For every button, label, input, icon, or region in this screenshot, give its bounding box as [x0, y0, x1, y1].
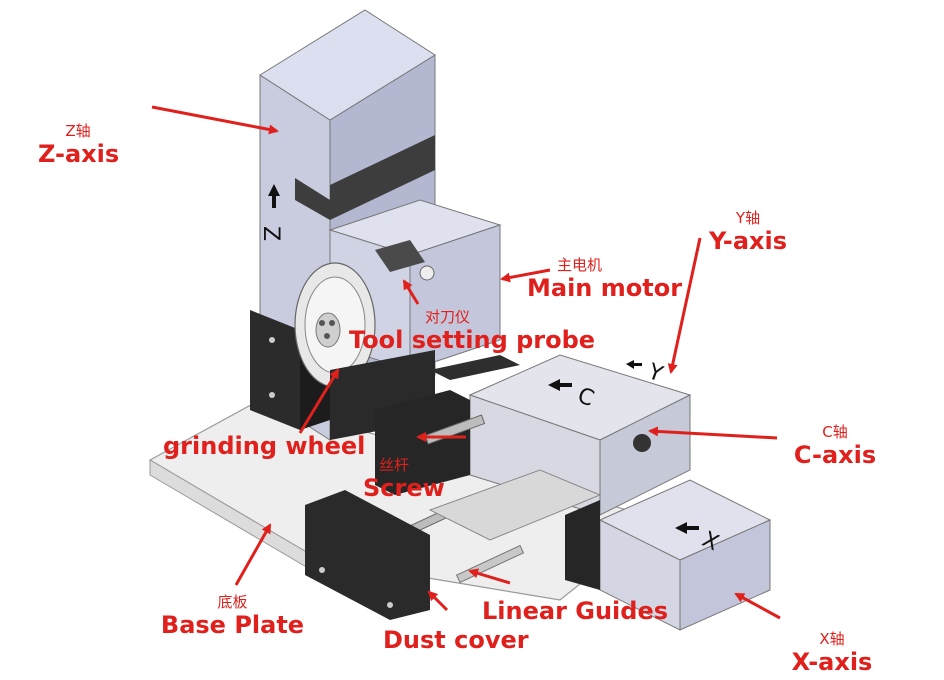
label-y-axis: Y轴 Y-axis	[702, 209, 794, 255]
label-base-plate-cn: 底板	[217, 593, 248, 611]
label-z-axis: Z轴 Z-axis	[38, 122, 120, 168]
label-c-axis-cn: C轴	[822, 423, 848, 441]
label-x-axis: X轴 X-axis	[786, 630, 878, 676]
label-y-axis-cn: Y轴	[735, 209, 761, 227]
z-axis-marking: Z	[258, 184, 283, 241]
grinding-wheel	[294, 262, 376, 388]
label-grinding-wheel: grinding wheel	[163, 432, 365, 460]
label-c-axis: C轴 C-axis	[790, 423, 880, 469]
label-grinding-wheel-en: grinding wheel	[163, 432, 366, 460]
label-y-axis-en: Y-axis	[709, 227, 787, 255]
label-x-axis-en: X-axis	[791, 648, 873, 676]
label-screw-en: Screw	[363, 474, 445, 502]
label-main-motor: 主电机 Main motor	[527, 256, 682, 302]
label-dust-cover: Dust cover	[383, 626, 529, 654]
label-base-plate-en: Base Plate	[160, 611, 305, 639]
label-main-motor-en: Main motor	[527, 274, 683, 302]
label-z-axis-cn: Z轴	[65, 122, 91, 140]
label-linear-guides: Linear Guides	[482, 597, 668, 625]
label-x-axis-cn: X轴	[819, 630, 845, 648]
label-base-plate: 底板 Base Plate	[160, 593, 305, 639]
z-glyph: Z	[258, 226, 283, 241]
arrow-up-icon	[268, 184, 280, 208]
front-dust-cover	[305, 490, 430, 620]
label-c-axis-en: C-axis	[793, 441, 877, 469]
label-tool-probe: 对刀仪 Tool setting probe	[349, 308, 595, 354]
label-tool-probe-en: Tool setting probe	[349, 326, 596, 354]
label-screw: 丝杆 Screw	[363, 456, 445, 502]
arrow-left-icon	[548, 379, 572, 391]
label-z-axis-en: Z-axis	[38, 140, 120, 168]
x-axis-block: X	[565, 479, 772, 631]
y-dust-cover	[375, 355, 520, 495]
y-glyph: Y	[644, 359, 667, 388]
label-screw-cn: 丝杆	[379, 456, 410, 474]
label-main-motor-cn: 主电机	[557, 256, 603, 274]
leader-arrows	[151, 105, 781, 620]
label-dust-cover-en: Dust cover	[383, 626, 529, 654]
label-linear-guides-en: Linear Guides	[482, 597, 669, 625]
label-tool-probe-cn: 对刀仪	[425, 308, 471, 326]
